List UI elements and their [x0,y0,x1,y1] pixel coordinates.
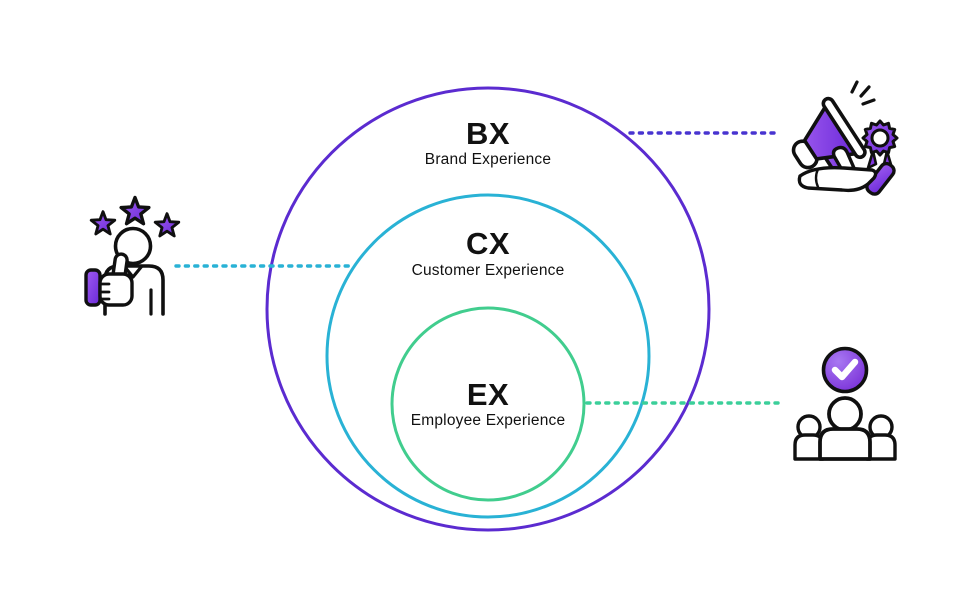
ex-sub-label: Employee Experience [411,412,566,429]
check-circle-icon [821,346,869,394]
thumbs-up-icon [84,252,134,307]
person-thumbs-up-stars-icon [84,195,181,316]
bx-abbr-label: BX [466,116,510,151]
hand-icon [797,145,896,196]
ring-ex [390,306,586,502]
star-icons [89,195,181,238]
megaphone-award-hand-icon [791,80,899,196]
ex-abbr-label: EX [467,377,509,412]
team-check-icon [793,346,897,461]
people-group-icon [793,396,897,461]
cx-sub-label: Customer Experience [412,262,565,279]
bx-sub-label: Brand Experience [425,151,551,168]
spark-lines-icon [850,80,876,106]
cx-abbr-label: CX [466,226,510,261]
award-badge-icon [861,119,899,170]
